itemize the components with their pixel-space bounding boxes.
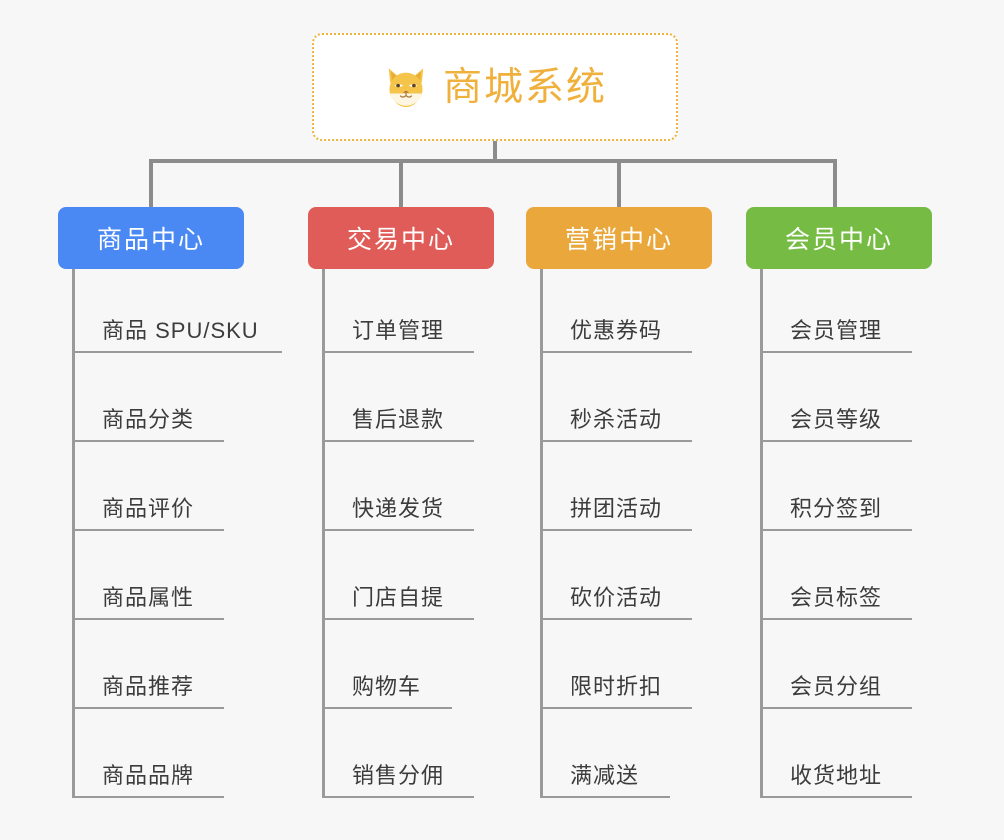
leaf-item[interactable]: 拼团活动	[540, 442, 692, 531]
leaf-label: 会员分组	[790, 674, 883, 699]
leaf-item[interactable]: 商品推荐	[72, 620, 224, 709]
leaf-underline	[72, 529, 224, 531]
leaf-item[interactable]: 购物车	[322, 620, 452, 709]
category-header-label: 商品中心	[96, 226, 205, 254]
leaf-item[interactable]: 商品 SPU/SKU	[72, 264, 282, 353]
connector-drop-3	[617, 159, 621, 209]
leaf-underline	[540, 707, 692, 709]
leaf-underline	[760, 796, 912, 798]
leaf-item[interactable]: 会员标签	[760, 531, 912, 620]
leaf-item[interactable]: 会员管理	[760, 264, 912, 353]
category-header-label: 交易中心	[346, 226, 455, 254]
leaf-underline	[72, 618, 224, 620]
leaf-label: 满减送	[570, 763, 640, 788]
category-header-label: 营销中心	[564, 226, 673, 254]
shiba-dog-face-icon	[383, 64, 429, 110]
leaf-label: 拼团活动	[570, 496, 663, 521]
leaf-label: 销售分佣	[352, 763, 445, 788]
leaf-underline	[760, 529, 912, 531]
leaf-label: 积分签到	[790, 496, 883, 521]
connector-root-stem	[493, 141, 497, 163]
connector-drop-4	[833, 159, 837, 209]
leaf-underline	[760, 440, 912, 442]
leaf-label: 商品分类	[102, 407, 195, 432]
leaf-item[interactable]: 订单管理	[322, 264, 474, 353]
column-spine-2	[540, 269, 543, 798]
leaf-label: 门店自提	[352, 585, 445, 610]
leaf-item[interactable]: 商品分类	[72, 353, 224, 442]
leaf-label: 快递发货	[352, 496, 445, 521]
leaf-item[interactable]: 商品品牌	[72, 709, 224, 798]
connector-drop-1	[149, 159, 153, 209]
leaf-label: 会员标签	[790, 585, 883, 610]
leaf-underline	[322, 529, 474, 531]
leaf-label: 会员等级	[790, 407, 883, 432]
leaf-underline	[322, 707, 452, 709]
leaf-item[interactable]: 销售分佣	[322, 709, 474, 798]
leaf-underline	[72, 351, 282, 353]
leaf-label: 优惠券码	[570, 318, 663, 343]
leaf-label: 订单管理	[352, 318, 445, 343]
leaf-item[interactable]: 会员分组	[760, 620, 912, 709]
leaf-item[interactable]: 门店自提	[322, 531, 474, 620]
leaf-underline	[760, 707, 912, 709]
leaf-underline	[540, 796, 670, 798]
leaf-underline	[322, 618, 474, 620]
leaf-underline	[322, 440, 474, 442]
leaf-item[interactable]: 售后退款	[322, 353, 474, 442]
column-spine-1	[322, 269, 325, 798]
leaf-underline	[72, 707, 224, 709]
leaf-underline	[322, 796, 474, 798]
leaf-underline	[72, 440, 224, 442]
category-header-0[interactable]: 商品中心	[58, 207, 244, 269]
leaf-item[interactable]: 商品属性	[72, 531, 224, 620]
leaf-label: 秒杀活动	[570, 407, 663, 432]
column-spine-0	[72, 269, 75, 798]
leaf-label: 商品属性	[102, 585, 195, 610]
root-node[interactable]: 商城系统	[312, 33, 678, 141]
leaf-label: 会员管理	[790, 318, 883, 343]
leaf-label: 收货地址	[790, 763, 883, 788]
leaf-item[interactable]: 会员等级	[760, 353, 912, 442]
leaf-underline	[540, 351, 692, 353]
leaf-item[interactable]: 优惠券码	[540, 264, 692, 353]
leaf-label: 商品评价	[102, 496, 195, 521]
root-title: 商城系统	[442, 65, 607, 109]
category-header-2[interactable]: 营销中心	[526, 207, 712, 269]
leaf-label: 砍价活动	[570, 585, 663, 610]
leaf-item[interactable]: 秒杀活动	[540, 353, 692, 442]
category-header-3[interactable]: 会员中心	[746, 207, 932, 269]
leaf-underline	[540, 618, 692, 620]
column-spine-3	[760, 269, 763, 798]
leaf-label: 购物车	[352, 674, 422, 699]
connector-horizontal-bus	[149, 159, 837, 163]
leaf-underline	[760, 618, 912, 620]
leaf-underline	[540, 440, 692, 442]
leaf-label: 售后退款	[352, 407, 445, 432]
leaf-item[interactable]: 满减送	[540, 709, 670, 798]
category-header-label: 会员中心	[784, 226, 893, 254]
leaf-label: 商品 SPU/SKU	[102, 318, 259, 343]
leaf-label: 商品品牌	[102, 763, 195, 788]
leaf-item[interactable]: 商品评价	[72, 442, 224, 531]
root-node-content: 商城系统	[383, 64, 607, 110]
leaf-underline	[322, 351, 474, 353]
leaf-item[interactable]: 砍价活动	[540, 531, 692, 620]
leaf-item[interactable]: 限时折扣	[540, 620, 692, 709]
leaf-underline	[540, 529, 692, 531]
leaf-underline	[760, 351, 912, 353]
category-header-1[interactable]: 交易中心	[308, 207, 494, 269]
connector-drop-2	[399, 159, 403, 209]
leaf-label: 商品推荐	[102, 674, 195, 699]
leaf-item[interactable]: 积分签到	[760, 442, 912, 531]
leaf-underline	[72, 796, 224, 798]
leaf-item[interactable]: 快递发货	[322, 442, 474, 531]
leaf-item[interactable]: 收货地址	[760, 709, 912, 798]
leaf-label: 限时折扣	[570, 674, 663, 699]
